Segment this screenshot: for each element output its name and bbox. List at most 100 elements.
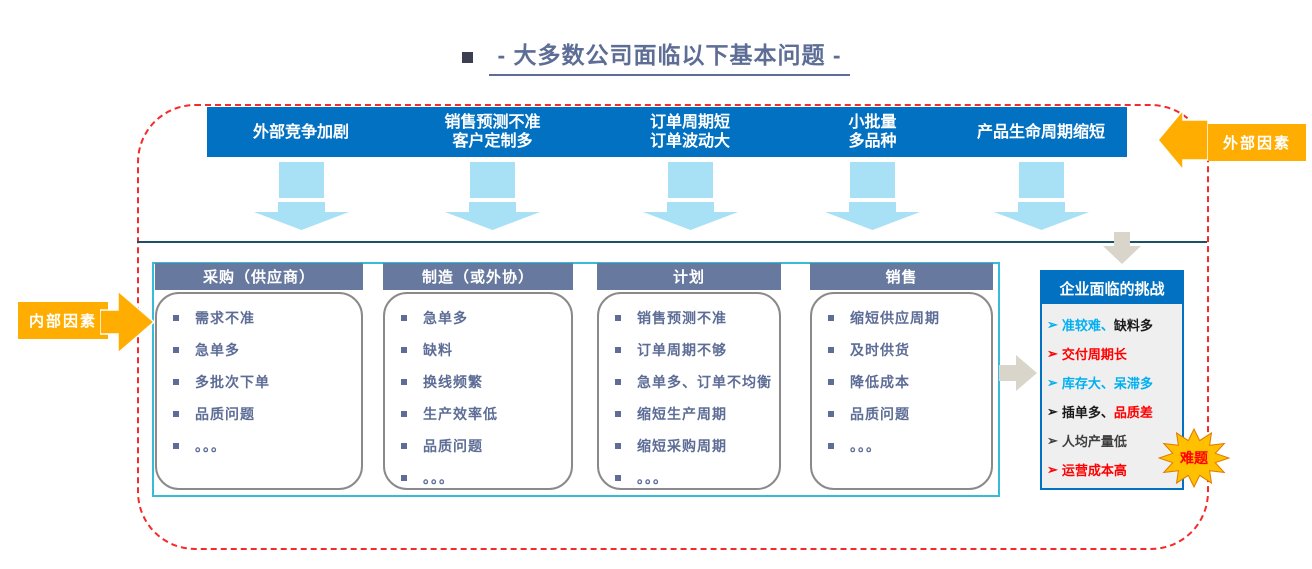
down-arrow [590, 162, 790, 230]
page-title: - 大多数公司面临以下基本问题 - [0, 36, 1312, 76]
challenge-item: ➢插单多、品质差 [1047, 397, 1180, 426]
left-arrow-orange-icon [1158, 108, 1208, 172]
category-item: 缩短供应周期 [812, 302, 991, 334]
top-bar-item: 订单周期短订单波动大 [590, 107, 790, 157]
category-body: 销售预测不准订单周期不够急单多、订单不均衡缩短生产周期缩短采购周期。。。 [597, 292, 781, 490]
challenge-list: ➢准较难、缺料多➢交付周期长➢库存大、呆滞多➢插单多、品质差➢人均产量低➢运营成… [1042, 304, 1182, 484]
challenge-text-segment: 运营成本高 [1061, 463, 1127, 478]
challenge-text-segment: 缺料多 [1113, 318, 1153, 333]
category-item-text: 需求不准 [195, 310, 255, 326]
top-bar-item-line: 产品生命周期缩短 [976, 123, 1105, 141]
square-bullet-icon [173, 411, 179, 417]
category-box: 销售缩短供应周期及时供货降低成本品质问题。。。 [810, 263, 993, 490]
square-bullet-icon [615, 315, 621, 321]
category-item: 。。。 [812, 430, 991, 462]
challenge-item: ➢库存大、呆滞多 [1047, 368, 1180, 397]
square-bullet-icon [401, 475, 407, 481]
category-item: 及时供货 [812, 334, 991, 366]
top-bar-item-line: 客户定制多 [452, 133, 533, 150]
down-arrow [955, 162, 1127, 230]
challenge-item: ➢人均产量低 [1047, 426, 1180, 455]
down-arrow-blue-icon [253, 162, 349, 230]
down-arrow-blue-icon [993, 162, 1089, 230]
category-item: 品质问题 [385, 430, 571, 462]
category-item-text: 品质问题 [850, 406, 910, 422]
category-item: 缺料 [385, 334, 571, 366]
arrow-bullet-icon: ➢ [1047, 403, 1058, 419]
square-bullet-icon [828, 379, 834, 385]
starburst-icon [1158, 428, 1230, 488]
category-item-text: 。。。 [195, 438, 226, 454]
category-header: 计划 [597, 263, 781, 290]
category-item: 急单多 [157, 334, 361, 366]
arrow-bullet-icon: ➢ [1047, 316, 1058, 332]
category-item-text: 生产效率低 [423, 406, 498, 422]
square-bullet-icon [173, 315, 179, 321]
challenge-text-segment: 品质差 [1113, 405, 1153, 420]
category-item: 急单多、订单不均衡 [599, 366, 779, 398]
puzzle-star-badge: 难题 [1158, 428, 1230, 488]
square-bullet-icon [615, 347, 621, 353]
down-arrow-gray-icon [1103, 232, 1141, 264]
down-arrow [207, 162, 395, 230]
down-arrow-blue-icon [642, 162, 738, 230]
down-arrow [395, 162, 590, 230]
category-item-text: 品质问题 [423, 438, 483, 454]
category-item-text: 缩短生产周期 [637, 406, 727, 422]
top-bar: 外部竞争加剧销售预测不准客户定制多订单周期短订单波动大小批量多品种产品生命周期缩… [207, 107, 1127, 157]
category-item-text: 及时供货 [850, 342, 910, 358]
category-item-text: 销售预测不准 [637, 310, 727, 326]
category-item-text: 。。。 [637, 470, 668, 486]
arrow-bullet-icon: ➢ [1047, 345, 1058, 361]
challenge-text-segment: 交付周期长 [1061, 347, 1127, 362]
puzzle-badge-text: 难题 [1179, 450, 1209, 466]
category-item-text: 缩短采购周期 [637, 438, 727, 454]
category-body: 需求不准急单多多批次下单品质问题。。。 [155, 292, 363, 490]
square-bullet-icon [615, 443, 621, 449]
category-item-text: 。。。 [423, 470, 454, 486]
arrow-row [207, 162, 1127, 230]
top-bar-item: 小批量多品种 [790, 107, 955, 157]
square-bullet-icon [615, 379, 621, 385]
category-item: 需求不准 [157, 302, 361, 334]
down-arrow-blue-icon [445, 162, 540, 230]
challenge-text-segment: 准较难、 [1061, 318, 1114, 333]
category-item-text: 急单多 [195, 342, 240, 358]
down-arrow [790, 162, 955, 230]
category-item-text: 多批次下单 [195, 374, 270, 390]
top-bar-item: 外部竞争加剧 [207, 107, 395, 157]
category-item: 急单多 [385, 302, 571, 334]
square-bullet-icon [401, 411, 407, 417]
down-arrow-blue-icon [825, 162, 920, 230]
category-item-text: 降低成本 [850, 374, 910, 390]
top-bar-item-line: 销售预测不准 [444, 114, 541, 131]
page-title-text: - 大多数公司面临以下基本问题 - [489, 36, 850, 76]
category-box: 制造（或外协）急单多缺料换线频繁生产效率低品质问题。。。 [383, 263, 573, 490]
category-item-text: 缩短供应周期 [850, 310, 940, 326]
category-item-text: 缺料 [423, 342, 453, 358]
category-item-text: 。。。 [850, 438, 881, 454]
square-bullet-icon [828, 315, 834, 321]
top-bar-item-line: 多品种 [848, 133, 897, 150]
top-bar-item-line: 订单周期短 [649, 114, 730, 131]
challenge-text-segment: 插单多、 [1061, 405, 1114, 420]
right-arrow-orange-icon [100, 291, 154, 353]
category-body: 缩短供应周期及时供货降低成本品质问题。。。 [810, 292, 993, 490]
square-bullet-icon [615, 411, 621, 417]
category-header: 销售 [810, 263, 993, 290]
category-item: 缩短采购周期 [599, 430, 779, 462]
category-box: 采购（供应商）需求不准急单多多批次下单品质问题。。。 [155, 263, 363, 490]
square-bullet-icon [828, 443, 834, 449]
challenge-header: 企业面临的挑战 [1042, 272, 1182, 304]
category-item-text: 急单多、订单不均衡 [637, 374, 772, 390]
arrow-bullet-icon: ➢ [1047, 461, 1058, 477]
challenge-text-segment: 人均产量低 [1061, 434, 1127, 449]
square-bullet-icon [828, 347, 834, 353]
category-item-text: 订单周期不够 [637, 342, 727, 358]
top-bar-item-line: 订单波动大 [649, 133, 730, 150]
challenge-text-segment: 库存大、呆滞多 [1061, 376, 1153, 391]
right-arrow-gray-icon [999, 355, 1037, 391]
category-item: 换线频繁 [385, 366, 571, 398]
challenge-box: 企业面临的挑战 ➢准较难、缺料多➢交付周期长➢库存大、呆滞多➢插单多、品质差➢人… [1040, 270, 1184, 490]
category-item-text: 品质问题 [195, 406, 255, 422]
